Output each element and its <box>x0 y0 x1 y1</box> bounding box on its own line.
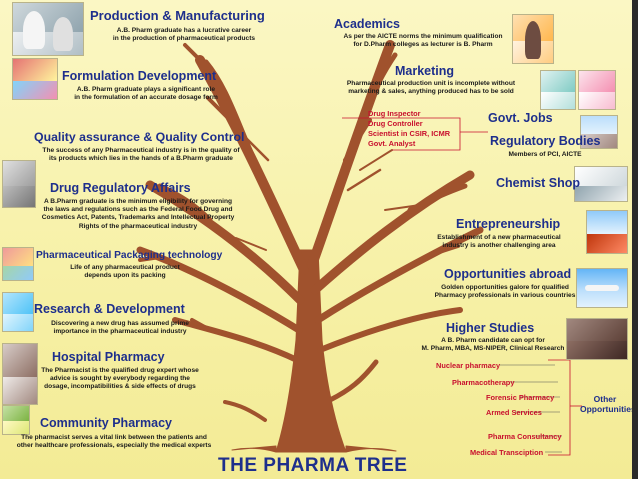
regulatory-heading: Drug Regulatory Affairs <box>50 181 191 195</box>
branch-left-upper <box>195 55 309 275</box>
abroad-desc: Golden opportunities galore for qualifie… <box>434 284 576 300</box>
hospital-photo <box>2 343 38 405</box>
govt-job-drug-controller: Drug Controller <box>368 119 423 128</box>
quality-heading: Quality assurance & Quality Control <box>34 130 245 144</box>
formulation-heading: Formulation Development <box>62 69 217 83</box>
other-opportunities-label: Other Opportunities <box>580 394 632 414</box>
packaging-heading: Pharmaceutical Packaging technology <box>36 250 223 261</box>
other-nuclear-pharmacy: Nuclear pharmacy <box>436 361 501 370</box>
poster-title: THE PHARMA TREE <box>218 455 408 476</box>
chemist-shop-heading: Chemist Shop <box>496 176 581 190</box>
branch-right-bottom <box>317 307 463 353</box>
other-medical-transcription: Medical Transciption <box>470 448 544 457</box>
marketing-desc: Pharmaceutical production unit is incomp… <box>346 80 516 96</box>
govt-job-drug-inspector: Drug Inspector <box>368 109 421 118</box>
academics-desc: As per the AICTE norms the minimum quali… <box>343 33 503 49</box>
branch-root-right <box>327 359 379 403</box>
other-forensic-pharmacy: Forensic Pharmacy <box>486 393 555 402</box>
marketing-photo-1 <box>540 70 576 110</box>
academics-heading: Academics <box>334 17 401 31</box>
chemist-shop-photo <box>574 166 628 202</box>
community-photo <box>2 405 30 435</box>
branch-right-middle <box>310 170 475 295</box>
packaging-photo <box>2 247 34 281</box>
marketing-photo-2 <box>578 70 616 110</box>
community-desc: The pharmacist serves a vital link betwe… <box>16 434 212 450</box>
branch-left-middle <box>145 180 305 305</box>
govt-building-photo <box>580 115 618 149</box>
right-edge-bar <box>632 0 638 479</box>
quality-desc: The success of any Pharmaceutical indust… <box>42 147 240 163</box>
formulation-desc: A.B. Pharm graduate plays a significant … <box>74 86 218 102</box>
other-opportunities-bracket <box>548 359 571 456</box>
regulatory-bodies-desc: Members of PCI, AICTE <box>508 151 582 158</box>
regulatory-desc: A B.Pharm graduate is the minimum eligib… <box>41 198 235 230</box>
tree-root-right <box>345 445 397 453</box>
other-pharmacotherapy: Pharmacotherapy <box>452 378 515 387</box>
academics-photo <box>512 14 554 64</box>
other-pharma-consultancy: Pharma Consultancy <box>488 432 562 441</box>
production-heading: Production & Manufacturing <box>90 8 265 23</box>
branch-left-bottom <box>172 317 300 363</box>
govt-jobs-bracket <box>342 117 461 151</box>
graduates-photo <box>566 318 628 360</box>
production-photo <box>12 2 84 56</box>
airplane-photo <box>576 268 628 308</box>
hospital-desc: The Pharmacist is the qualified drug exp… <box>41 367 199 391</box>
abroad-heading: Opportunities abroad <box>444 267 572 281</box>
higher-studies-desc: A B. Pharm candidate can opt for M. Phar… <box>421 337 565 353</box>
other-armed-services: Armed Services <box>486 408 542 417</box>
govt-job-govt-analyst: Govt. Analyst <box>368 139 416 148</box>
regulatory-bodies-heading: Regulatory Bodies <box>490 134 601 148</box>
community-heading: Community Pharmacy <box>40 416 172 430</box>
higher-studies-heading: Higher Studies <box>446 321 535 335</box>
packaging-desc: Life of any pharmaceutical product depen… <box>70 264 180 280</box>
tree-root-left <box>231 445 277 453</box>
entrepreneurship-desc: Establishment of a new pharmaceutical in… <box>437 234 561 250</box>
govt-jobs-heading: Govt. Jobs <box>488 111 553 125</box>
marketing-heading: Marketing <box>395 64 455 78</box>
formulation-photo <box>12 58 58 100</box>
regulatory-photo <box>2 160 36 208</box>
research-desc: Discovering a new drug has assumed prime… <box>51 320 189 336</box>
industry-photo <box>586 210 628 254</box>
production-desc: A.B. Pharm graduate has a lucrative care… <box>112 27 256 43</box>
entrepreneurship-heading: Entrepreneurship <box>456 217 561 231</box>
research-heading: Research & Development <box>34 302 185 316</box>
hospital-heading: Hospital Pharmacy <box>52 350 165 364</box>
branch-right-lower <box>314 226 484 324</box>
govt-job-scientist: Scientist in CSIR, ICMR <box>368 129 451 138</box>
research-photo <box>2 292 34 332</box>
branch-right-upper <box>307 40 395 270</box>
tree-trunk <box>275 249 347 453</box>
